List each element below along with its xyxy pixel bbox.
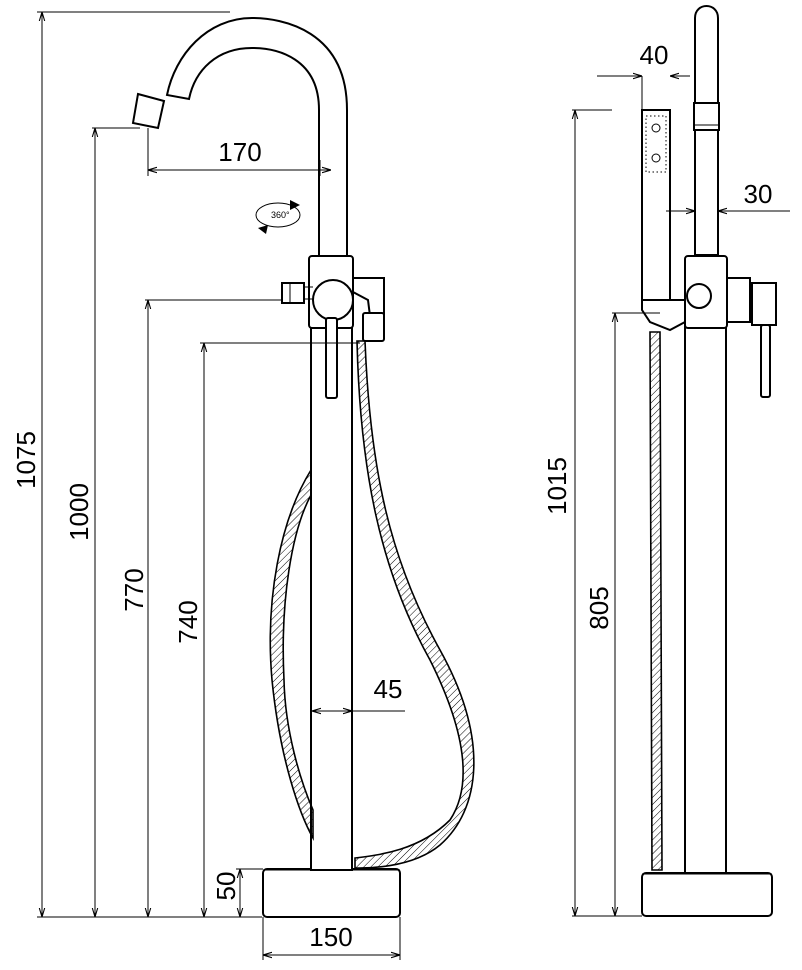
side-base [641, 872, 773, 917]
front-diverter-knob [281, 282, 305, 304]
front-lever-handle [325, 317, 338, 399]
dim-label-base-diameter: 150 [309, 922, 352, 952]
front-hose [354, 340, 475, 869]
side-mixer-cap [726, 277, 751, 323]
side-spout-ring [693, 102, 720, 131]
front-hose-nut [362, 312, 385, 342]
dim-label-base-height: 50 [211, 872, 241, 901]
rotate-360-icon: 360° [255, 200, 301, 234]
front-spout [165, 16, 348, 257]
side-handshower [641, 109, 671, 301]
front-mixer-cap [312, 279, 354, 321]
side-lever-handle [760, 324, 771, 398]
side-hose [649, 331, 663, 871]
side-handshower-face [645, 115, 667, 173]
dim-label-hose-outlet-height: 740 [173, 600, 203, 643]
front-view: 360° 1075 1000 770 740 50 170 45 [11, 11, 475, 960]
dim-label-spout-reach: 170 [218, 137, 261, 167]
dim-label-spout-diameter: 30 [744, 179, 773, 209]
front-spout-outlet [131, 92, 166, 130]
side-lever-top [751, 282, 777, 326]
side-body-column [684, 299, 727, 874]
dim-label-handshower-width: 40 [640, 40, 669, 70]
rotation-label: 360° [271, 210, 290, 220]
dim-label-spout-height: 1000 [64, 483, 94, 541]
front-hose-elbow [352, 277, 385, 317]
side-view: 40 30 1015 805 [542, 5, 790, 917]
dim-label-holder-height: 1015 [542, 457, 572, 515]
front-base [262, 868, 401, 918]
side-holder [641, 299, 686, 332]
dim-label-handle-height: 770 [119, 568, 149, 611]
dim-label-connection-height: 805 [584, 586, 614, 629]
dim-label-body-diameter: 45 [374, 674, 403, 704]
dim-label-total-height: 1075 [11, 431, 41, 489]
